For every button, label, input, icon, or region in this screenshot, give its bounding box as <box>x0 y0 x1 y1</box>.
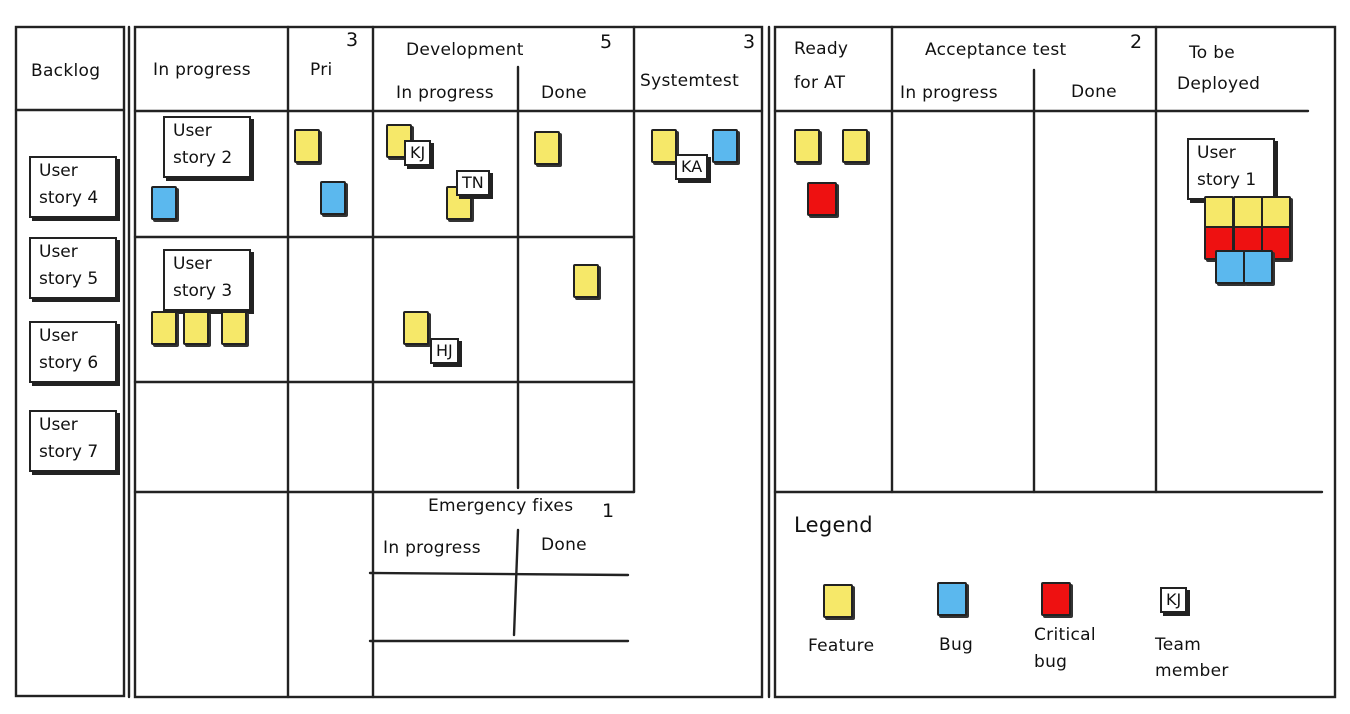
feature-note[interactable] <box>794 129 820 163</box>
emergency-wip-limit: 1 <box>602 500 615 522</box>
column-at-in-progress: In progress <box>900 83 998 103</box>
column-development: Development <box>406 40 524 60</box>
emergency-done: Done <box>541 535 587 555</box>
column-in-progress: In progress <box>153 60 251 80</box>
legend-feature-swatch <box>823 584 853 618</box>
legend-feature-label: Feature <box>808 636 875 656</box>
column-deploy-line2: Deployed <box>1177 74 1261 94</box>
team-tag-ka[interactable]: KA <box>675 154 709 180</box>
development-wip-limit: 5 <box>600 31 613 53</box>
feature-note[interactable] <box>1233 196 1263 230</box>
legend-team-line2: member <box>1155 661 1229 681</box>
feature-note[interactable] <box>651 129 677 163</box>
legend-bug-swatch <box>937 582 967 616</box>
backlog-card-story-7[interactable]: User story 7 <box>29 410 117 472</box>
emergency-fixes-title: Emergency fixes <box>428 496 574 516</box>
story-card-1[interactable]: User story 1 <box>1187 138 1275 200</box>
team-tag-hj[interactable]: HJ <box>430 338 459 364</box>
column-systemtest: Systemtest <box>640 71 740 91</box>
feature-note[interactable] <box>294 129 320 163</box>
team-tag-tn[interactable]: TN <box>456 170 490 196</box>
feature-note[interactable] <box>1204 196 1234 230</box>
feature-note[interactable] <box>534 131 560 165</box>
team-tag-kj[interactable]: KJ <box>404 140 432 166</box>
column-deploy-line1: To be <box>1189 43 1236 63</box>
feature-note[interactable] <box>573 264 599 298</box>
column-ready-line1: Ready <box>794 39 849 59</box>
bug-note[interactable] <box>1215 250 1245 284</box>
column-dev-done: Done <box>541 83 587 103</box>
story-card-3[interactable]: User story 3 <box>163 249 251 311</box>
backlog-card-story-5[interactable]: User story 5 <box>29 237 117 299</box>
critical-bug-note[interactable] <box>807 182 837 216</box>
feature-note[interactable] <box>221 311 247 345</box>
legend-team-line1: Team <box>1155 635 1202 655</box>
process-frame <box>133 25 764 699</box>
backlog-card-story-4[interactable]: User story 4 <box>29 156 117 218</box>
column-pri: Pri <box>310 60 333 80</box>
bug-note[interactable] <box>151 186 177 220</box>
legend-bug-label: Bug <box>939 635 974 655</box>
bug-note[interactable] <box>712 129 738 163</box>
legend-critical-line1: Critical <box>1034 625 1096 645</box>
column-backlog: Backlog <box>31 61 101 81</box>
column-at-done: Done <box>1071 82 1117 102</box>
feature-note[interactable] <box>1261 196 1291 230</box>
legend-team-tag: KJ <box>1160 587 1188 613</box>
bug-note[interactable] <box>320 181 346 215</box>
feature-note[interactable] <box>403 311 429 345</box>
legend-critical-swatch <box>1041 582 1071 616</box>
feature-note[interactable] <box>151 311 177 345</box>
story-card-2[interactable]: User story 2 <box>163 116 251 178</box>
backlog-card-story-6[interactable]: User story 6 <box>29 321 117 383</box>
systemtest-wip-limit: 3 <box>743 31 756 53</box>
legend-title: Legend <box>794 513 873 537</box>
column-ready-line2: for AT <box>794 73 846 93</box>
feature-note[interactable] <box>842 129 868 163</box>
pri-wip-limit: 3 <box>346 29 359 51</box>
feature-note[interactable] <box>183 311 209 345</box>
legend-critical-line2: bug <box>1034 652 1068 672</box>
column-acceptance-test: Acceptance test <box>925 40 1067 60</box>
column-dev-in-progress: In progress <box>396 83 494 103</box>
bug-note[interactable] <box>1243 250 1273 284</box>
backlog-frame <box>14 25 126 698</box>
right-frame <box>773 25 1337 699</box>
emergency-in-progress: In progress <box>383 538 481 558</box>
acceptance-wip-limit: 2 <box>1130 31 1143 53</box>
